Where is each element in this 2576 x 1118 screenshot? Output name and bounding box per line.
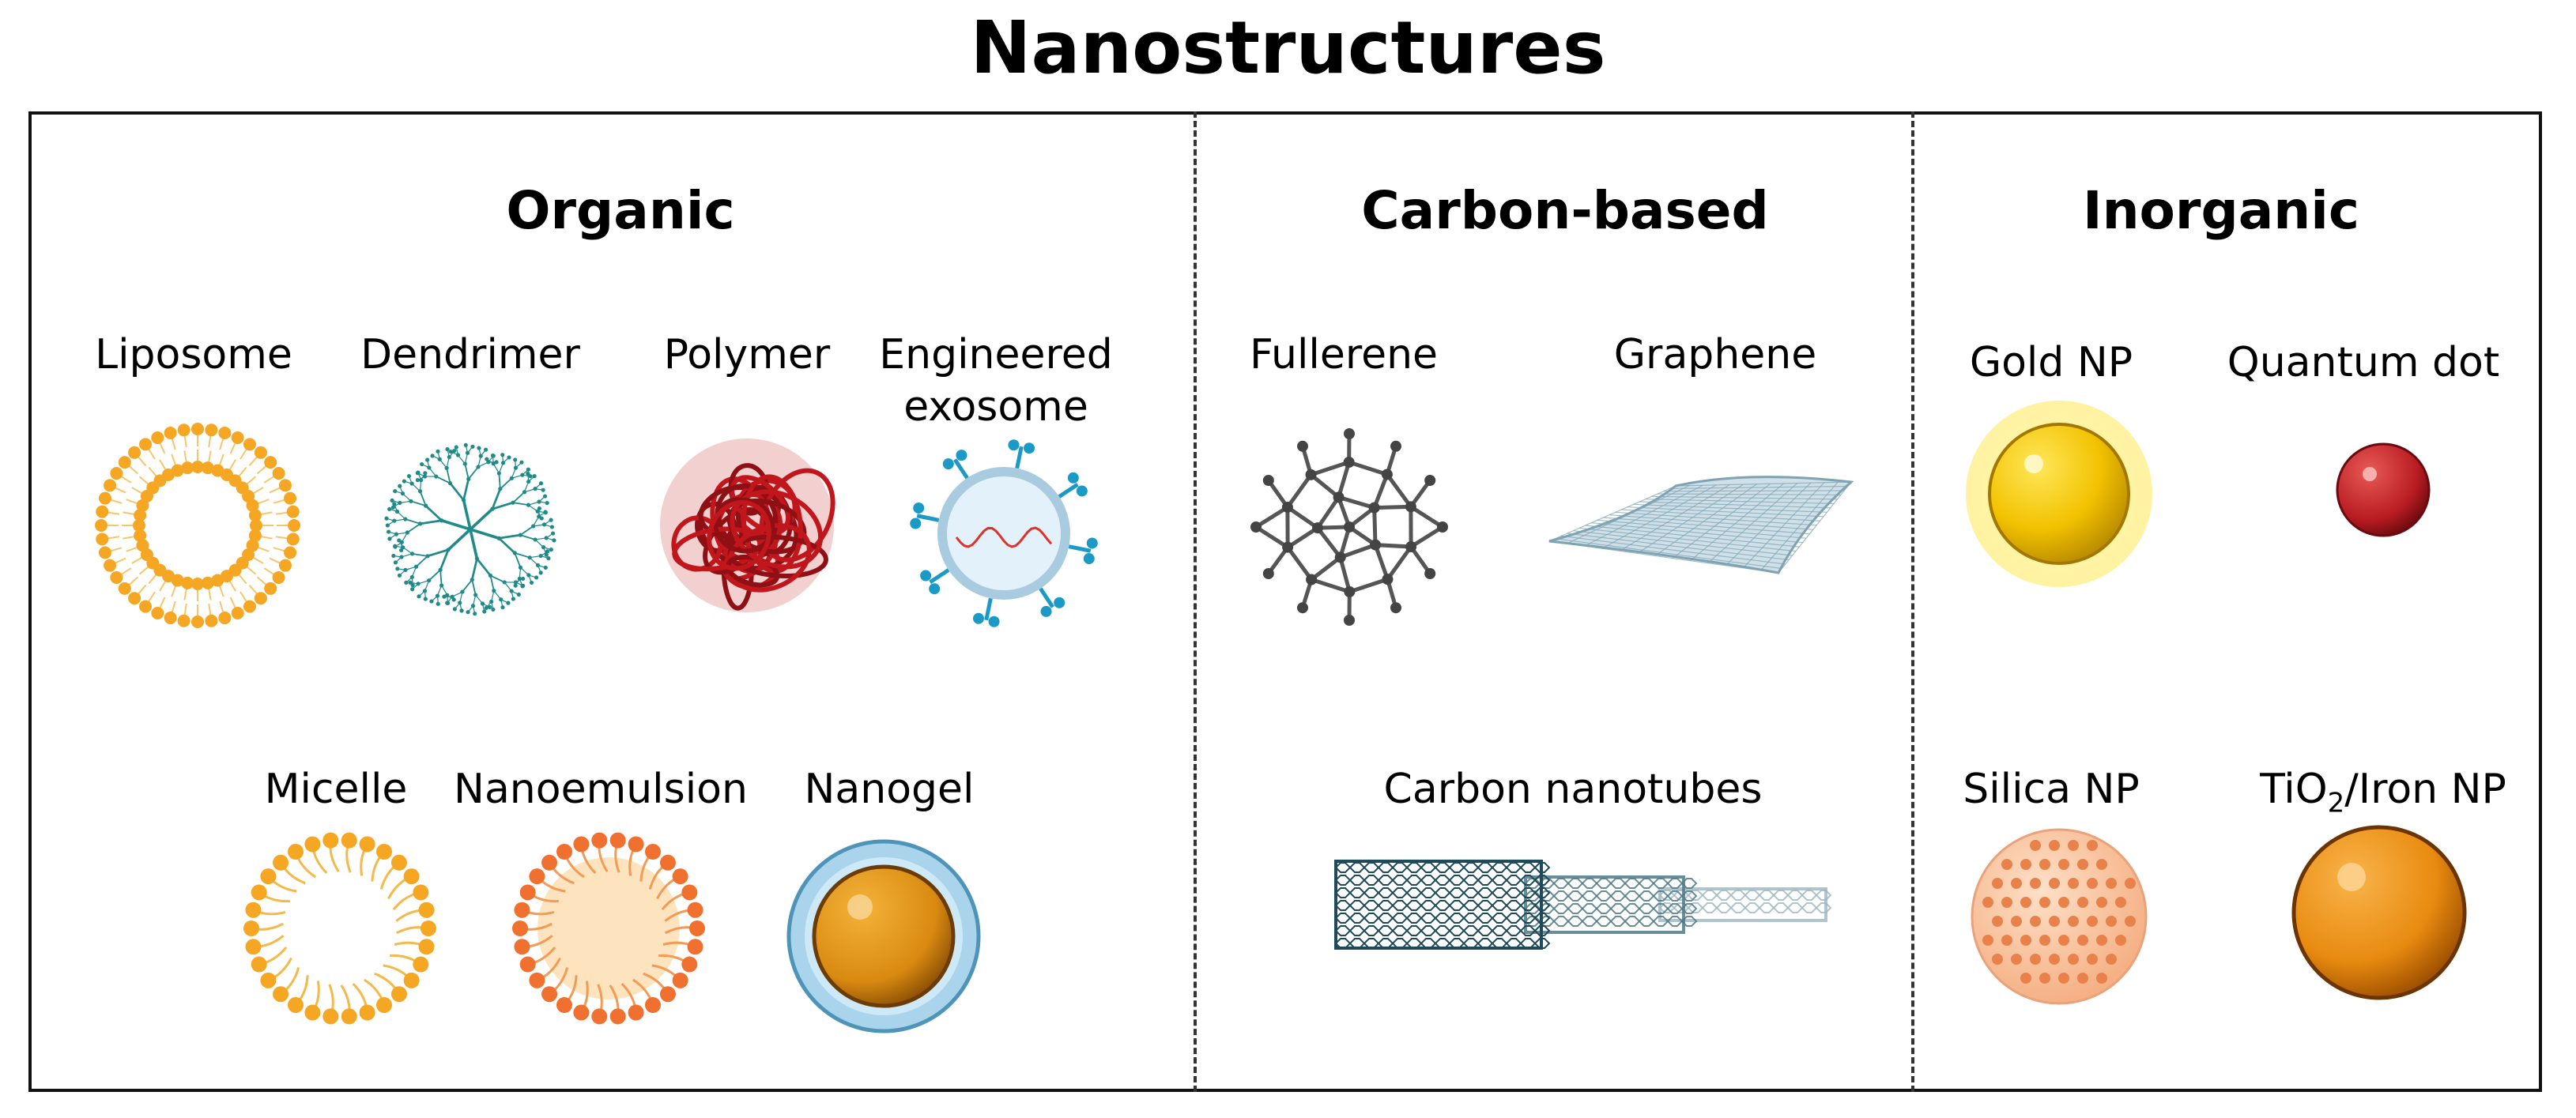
label-micelle: Micelle	[264, 766, 408, 813]
nanoemulsion-icon	[512, 832, 705, 1025]
label-gold-np: Gold NP	[1969, 339, 2133, 386]
micelle-icon	[243, 832, 436, 1025]
nanogel-icon	[786, 839, 981, 1033]
label-nanogel: Nanogel	[804, 766, 975, 813]
gold-np-icon	[1966, 401, 2152, 587]
dendrimer-icon	[384, 442, 556, 616]
quantum-dot-icon	[2336, 442, 2431, 537]
liposome-icon	[95, 423, 300, 628]
label-nanoemulsion: Nanoemulsion	[454, 766, 748, 813]
label-carbon-nanotubes: Carbon nanotubes	[1383, 766, 1763, 813]
tio2-iron-np-icon	[2291, 825, 2467, 1000]
label-graphene: Graphene	[1613, 331, 1817, 378]
diagram-frame	[28, 111, 2542, 1092]
divider-carbon-inorganic	[1911, 111, 1914, 1092]
label-fullerene: Fullerene	[1249, 331, 1439, 378]
section-title-inorganic: Inorganic	[2083, 180, 2359, 241]
polymer-icon	[660, 439, 835, 612]
label-engineered-exosome-line1: Engineered	[879, 331, 1113, 378]
divider-organic-carbon	[1194, 111, 1197, 1092]
label-liposome: Liposome	[95, 331, 292, 378]
carbon-nanotubes-icon	[1334, 860, 1832, 950]
figure-title: Nanostructures	[970, 6, 1606, 90]
engineered-exosome-icon	[910, 439, 1098, 627]
label-dendrimer: Dendrimer	[360, 331, 580, 378]
graphene-icon	[1548, 476, 1854, 574]
section-title-organic: Organic	[506, 180, 735, 241]
label-silica-np: Silica NP	[1963, 766, 2140, 813]
silica-np-icon	[1971, 828, 2148, 1005]
label-engineered-exosome-line2: exosome	[903, 383, 1088, 431]
section-title-carbon-based: Carbon-based	[1361, 180, 1769, 241]
label-polymer: Polymer	[663, 331, 831, 378]
label-quantum-dot: Quantum dot	[2227, 339, 2500, 386]
fullerene-icon	[1250, 428, 1448, 626]
label-tio2-iron-np: TiO2/Iron NP	[2260, 766, 2506, 819]
